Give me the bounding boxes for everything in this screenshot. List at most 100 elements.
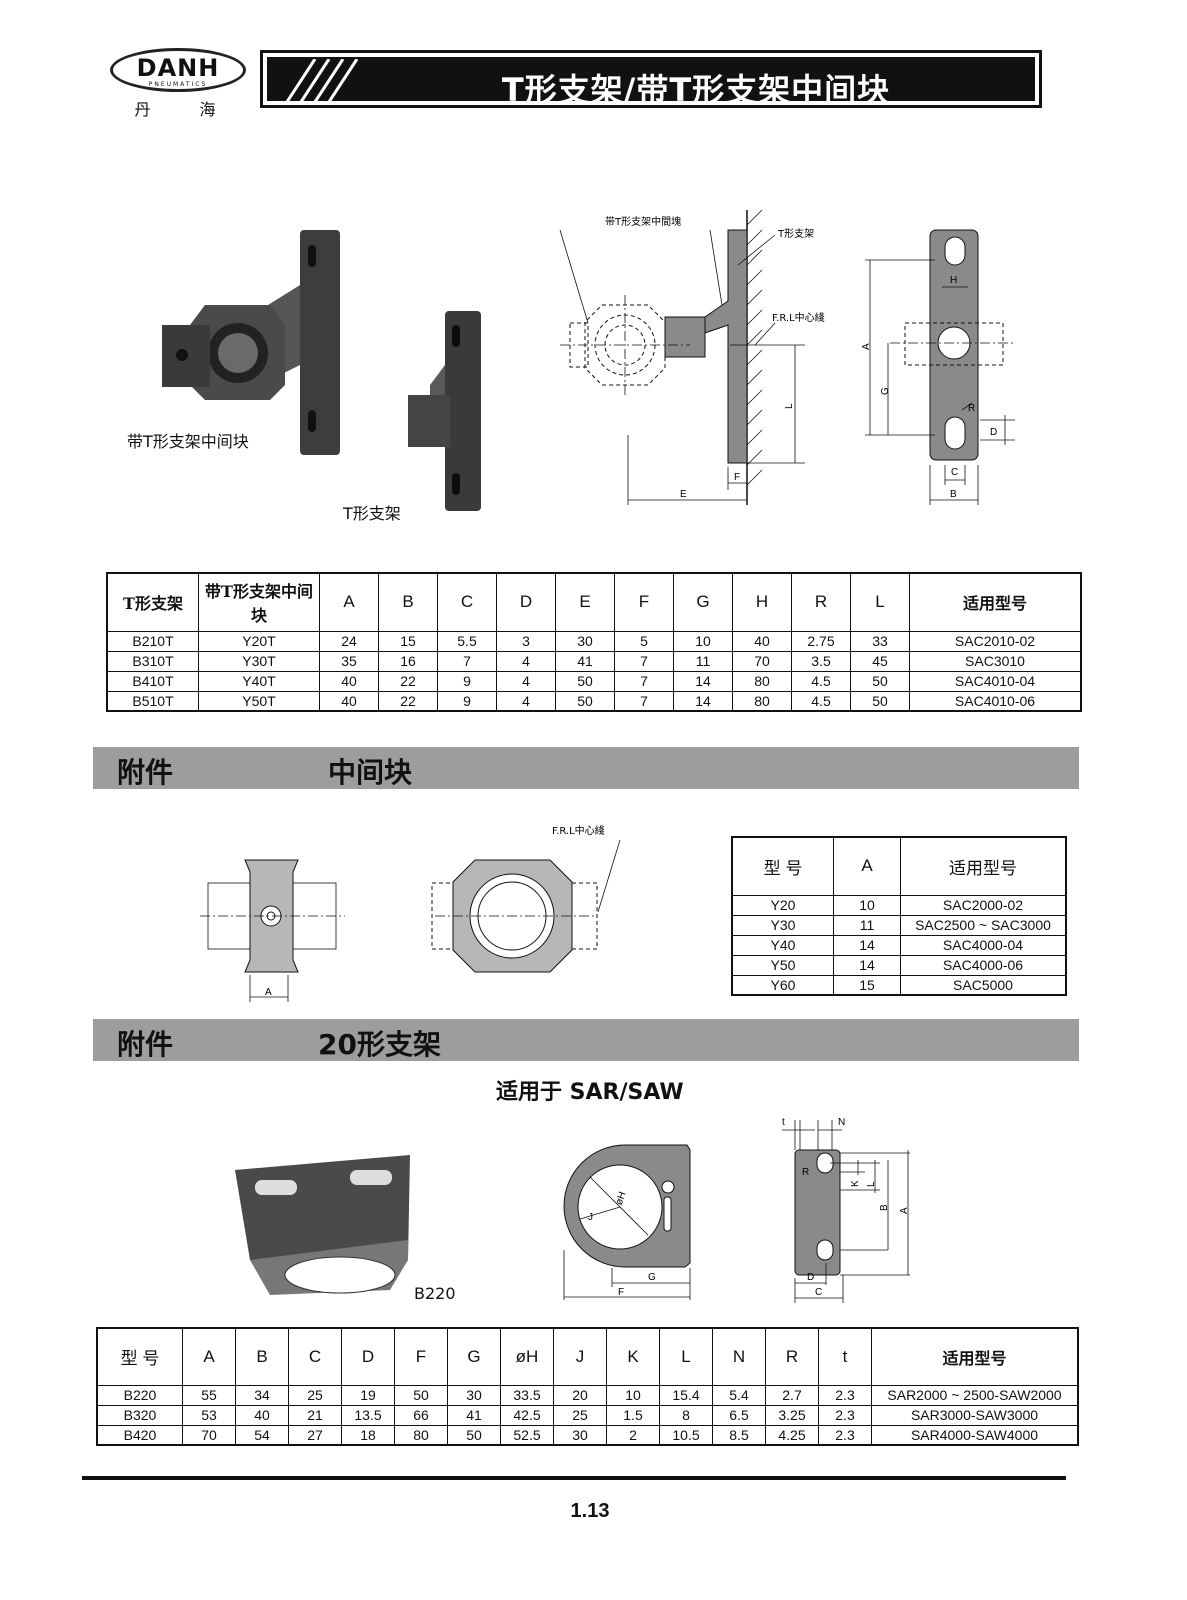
table-cell: 40 [319,690,379,712]
table-cell: 21 [288,1404,342,1426]
page-title: T形支架/带T形支架中间块 [501,71,891,109]
table-cell: 9 [437,690,497,712]
dim-l: L [784,403,795,409]
table-cell: 33 [850,630,910,652]
table-cell: 50 [850,670,910,692]
table-cell: SAC2500 ~ SAC3000 [900,914,1067,936]
table-cell: 7 [437,650,497,672]
table-header-row: 型 号 A 适用型号 [731,836,1067,896]
table-cell: 40 [319,670,379,692]
photo-caption-bracket: T形支架 [343,504,401,523]
table-header: t [818,1327,872,1386]
table-cell: 80 [732,690,792,712]
dim-l-b220: L [866,1181,877,1187]
table-cell: 25 [288,1384,342,1406]
table-cell: B420 [96,1424,183,1446]
table-cell: 41 [555,650,615,672]
logo-cn-text: 丹 海 [134,100,238,119]
table-cell: 14 [833,954,901,976]
table-cell: B410T [106,670,199,692]
table-header: A [833,836,901,896]
table-cell: SAC4010-06 [909,690,1082,712]
table-cell: 2.75 [791,630,851,652]
t-bracket-front-drawing: H A G R D C B [861,229,1015,505]
section-bar-mid-block: 附件 中间块 [93,747,1079,789]
logo-oval [110,48,246,92]
table-cell: Y50 [731,954,834,976]
table-header: F [614,572,674,632]
dim-n: N [838,1117,845,1128]
table-cell: 1.5 [606,1404,660,1426]
dim-c-b220: C [815,1287,822,1298]
table-cell: 9 [437,670,497,692]
table-cell: 55 [182,1384,236,1406]
photo-b220-bracket [235,1155,410,1295]
table-cell: 2.3 [818,1424,872,1446]
table-cell: 14 [673,670,733,692]
section-bar-20-bracket: 附件 20形支架 [93,1019,1079,1061]
table-cell: 4.5 [791,690,851,712]
table-cell: 15 [833,974,901,996]
table-cell: SAC3010 [909,650,1082,672]
table-cell: 4.5 [791,670,851,692]
table-header: F [394,1327,448,1386]
dim-c: C [951,467,958,478]
table-header-row: T形支架 带T形支架中间块 A B C D E F G H R L 适用型号 [106,572,1082,632]
b220-spec-table: 型 号 A B C D F G øH J K L N R t 适用型号 B220… [96,1327,1079,1446]
table-cell: Y50T [198,690,320,712]
table-cell: 10 [673,630,733,652]
dim-b: B [950,489,957,500]
table-cell: B210T [106,630,199,652]
brand-logo: DANH PNEUMATICS 丹 海 [110,48,250,119]
section-label: 附件 [117,1028,174,1061]
table-cell: 7 [614,650,674,672]
table-header: A [319,572,379,632]
table-cell: 66 [394,1404,448,1426]
dim-b-b220: B [879,1204,890,1211]
table-cell: 2 [606,1424,660,1446]
table-header: D [496,572,556,632]
label-frl-centerline: F.R.L中心綫 [772,311,825,324]
table-cell: 2.3 [818,1404,872,1426]
table-cell: 20 [553,1384,607,1406]
table-cell: B320 [96,1404,183,1426]
table-cell: 50 [850,690,910,712]
table-cell: B510T [106,690,199,712]
dim-f-b220: F [618,1287,624,1298]
table-cell: 40 [732,630,792,652]
dim-k: K [850,1180,861,1187]
table-header: R [791,572,851,632]
table-cell: 15.4 [659,1384,713,1406]
table-cell: 3.5 [791,650,851,672]
table-cell: 5.5 [437,630,497,652]
table-cell: 16 [378,650,438,672]
dim-r-b220: R [802,1167,809,1178]
table-cell: 13.5 [341,1404,395,1426]
section-title: 20形支架 [318,1028,441,1061]
table-cell: 11 [833,914,901,936]
dim-t: t [782,1117,785,1128]
logo-sub-text: PNEUMATICS [148,81,208,88]
table-cell: 3 [496,630,556,652]
table-cell: 34 [235,1384,289,1406]
table-header: R [765,1327,819,1386]
table-cell: 52.5 [500,1424,554,1446]
dim-d-b220: D [807,1272,814,1283]
table-cell: B220 [96,1384,183,1406]
table-header: B [235,1327,289,1386]
table-cell: 11 [673,650,733,672]
table-cell: 14 [833,934,901,956]
table-cell: 30 [447,1384,501,1406]
table-header: L [659,1327,713,1386]
footer-rule [82,1476,1066,1480]
table-header: J [553,1327,607,1386]
mid-block-drawings: A F.R.L中心綫 [200,824,621,1002]
table-cell: 19 [341,1384,395,1406]
table-header: øH [500,1327,554,1386]
table-header: H [732,572,792,632]
